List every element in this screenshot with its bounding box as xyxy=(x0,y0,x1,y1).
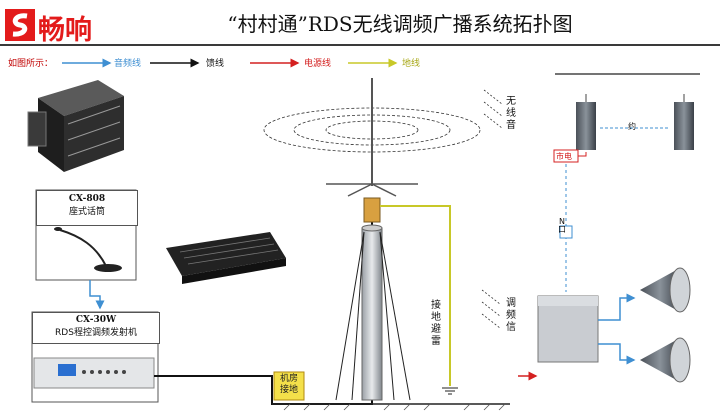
antenna-mast xyxy=(335,224,411,401)
machine-room-label: 机房接地 xyxy=(279,374,298,395)
junction-box xyxy=(559,225,573,239)
mains-power-label: 市电 xyxy=(556,152,572,161)
mic-name: 座式话筒 xyxy=(68,207,105,217)
ground-symbol xyxy=(442,387,458,395)
legend-feeder-label: 馈线 xyxy=(206,59,225,69)
fm-receiver-icon xyxy=(537,295,599,363)
junction-label: N口 xyxy=(558,217,566,234)
page-title: “村村通”RDS无线调频广播系统拓扑图 xyxy=(227,12,573,36)
machine-room-tag xyxy=(273,371,305,401)
transmitter-label-box: CX-30W RDS程控调频发射机 xyxy=(32,312,160,344)
legend-power-label: 电源线 xyxy=(304,59,332,69)
fm-signal-label: 调频信 xyxy=(506,298,516,333)
logo-text: 畅响 xyxy=(38,15,92,46)
horn-speaker-icon xyxy=(640,267,691,313)
legend-ground-label: 地线 xyxy=(402,59,421,69)
column-speaker-icon xyxy=(674,94,694,150)
ground-hatch xyxy=(283,403,506,411)
fm-transmitter-icon xyxy=(33,357,155,389)
column-speaker-icon xyxy=(576,94,596,150)
mic-label-box: CX-808 座式话筒 xyxy=(36,190,138,226)
horn-link-top xyxy=(598,293,636,321)
header-divider xyxy=(0,44,720,46)
horn-speaker-icon xyxy=(640,337,691,383)
audio-link xyxy=(89,280,105,310)
brand-logo: 畅响 xyxy=(4,6,102,46)
flight-case-icon xyxy=(27,80,124,172)
wireless-signal-arrows xyxy=(481,89,503,329)
antenna-icon xyxy=(326,78,418,223)
mixer-console-icon xyxy=(166,232,286,284)
desk-microphone-icon xyxy=(54,227,122,272)
transmitter-model: CX-30W xyxy=(75,315,117,325)
ground-wire xyxy=(380,205,451,386)
transmitter-name: RDS程控调频发射机 xyxy=(55,328,137,338)
speaker-spacing-label: 约 xyxy=(628,122,636,131)
legend-audio-label: 音频线 xyxy=(114,59,142,69)
legend-prefix: 如图所示： xyxy=(8,59,54,69)
legend-swatches xyxy=(62,58,398,68)
mic-model: CX-808 xyxy=(68,194,106,204)
ground-lightning-label: 接地避雷 xyxy=(431,300,441,347)
horn-link-bottom xyxy=(598,343,636,365)
legend: 如图所示： xyxy=(8,56,53,70)
wireless-audio-label: 无线音 xyxy=(506,96,516,131)
